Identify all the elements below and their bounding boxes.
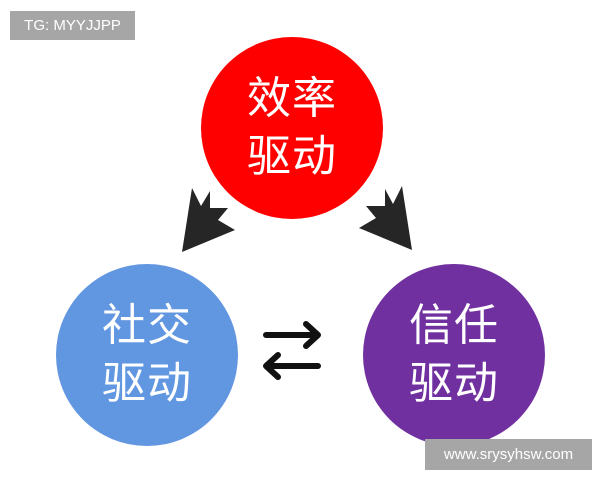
node-social-driven: 社交 驱动 — [56, 264, 238, 446]
arrow-down-left-icon — [182, 188, 235, 252]
arrow-right-icon — [263, 321, 321, 349]
node-label-line1: 社交 — [102, 300, 192, 351]
node-label-line1: 信任 — [409, 300, 499, 351]
watermark-top-left: TG: MYYJJPP — [10, 11, 135, 40]
bidirectional-arrow-icon — [263, 321, 321, 380]
node-label-line1: 效率 — [247, 73, 337, 124]
node-label-line2: 驱动 — [409, 358, 499, 409]
node-trust-driven: 信任 驱动 — [363, 264, 545, 446]
watermark-bottom-right: www.srysyhsw.com — [425, 439, 592, 470]
node-label-line2: 驱动 — [102, 358, 192, 409]
arrow-down-right-icon — [359, 186, 412, 250]
node-label-line2: 驱动 — [247, 131, 337, 182]
node-efficiency-driven: 效率 驱动 — [201, 37, 383, 219]
arrow-left-icon — [263, 352, 321, 380]
